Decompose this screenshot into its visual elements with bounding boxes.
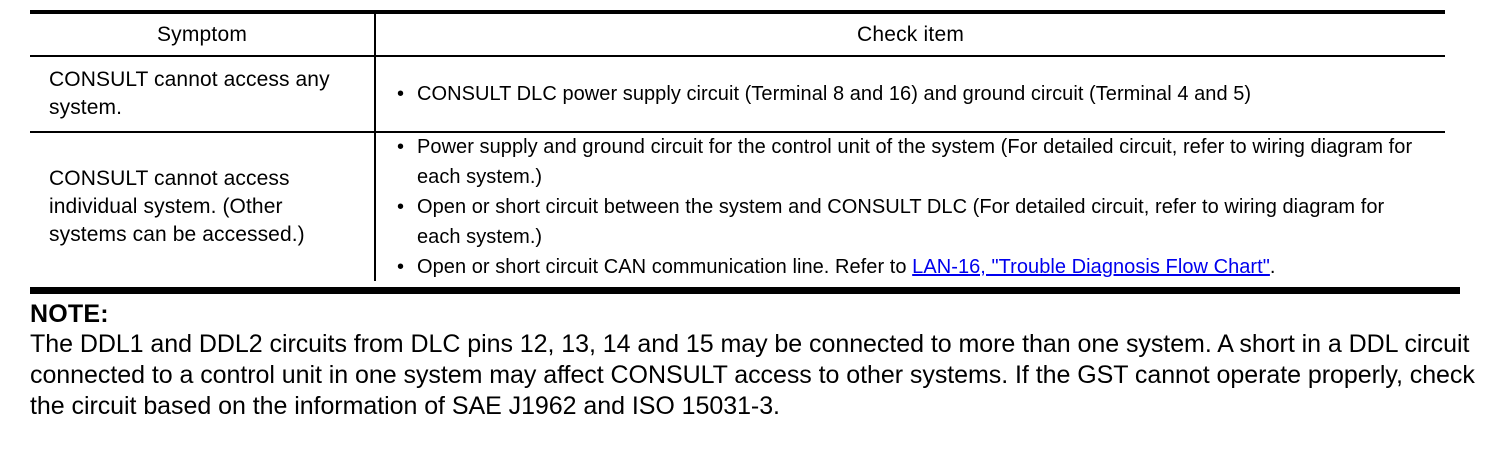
note-body: The DDL1 and DDL2 circuits from DLC pins… [30,330,1482,420]
check-item-list: • CONSULT DLC power supply circuit (Term… [376,79,1445,109]
list-item: • CONSULT DLC power supply circuit (Term… [395,79,1431,109]
header-divider-rule [30,55,1445,57]
header-cell-check-item: Check item [376,14,1445,55]
cell-symptom: CONSULT cannot access any system. [30,57,376,131]
list-item: • Open or short circuit CAN communicatio… [395,252,1431,282]
cross-reference-link[interactable]: LAN-16, "Trouble Diagnosis Flow Chart" [912,256,1270,278]
header-label-symptom: Symptom [156,22,248,46]
bullet-dot-icon: • [397,196,405,218]
cell-check-item: • CONSULT DLC power supply circuit (Term… [376,57,1445,131]
bullet-dot-icon: • [397,256,405,278]
bullet-dot-icon: • [397,83,405,105]
cell-check-item: • Power supply and ground circuit for th… [376,133,1445,281]
table-top-border [30,10,1445,14]
check-item-text-after: . [1269,256,1276,278]
list-item: • Power supply and ground circuit for th… [395,132,1431,192]
check-item-list: • Power supply and ground circuit for th… [376,132,1445,282]
check-item-text: Open or short circuit between the system… [417,196,1385,248]
note-block: NOTE: The DDL1 and DDL2 circuits from DL… [30,299,1482,422]
note-label: NOTE: [30,300,109,328]
check-item-text: CONSULT DLC power supply circuit (Termin… [417,83,1252,105]
header-label-check-item: Check item [856,22,965,46]
header-cell-symptom: Symptom [30,14,376,55]
symptom-text: CONSULT cannot access individual system.… [49,167,305,246]
bullet-dot-icon: • [397,136,405,158]
row-divider-rule [30,131,1445,133]
symptom-check-table: Symptom Check item CONSULT cannot access… [30,10,1445,281]
check-item-text: Power supply and ground circuit for the … [417,136,1413,188]
check-item-text-before: Open or short circuit CAN communication … [417,256,913,278]
table-row: CONSULT cannot access individual system.… [30,133,1445,281]
table-row: CONSULT cannot access any system. • CONS… [30,57,1445,131]
cell-symptom: CONSULT cannot access individual system.… [30,133,376,281]
note-separator-rule [30,287,1460,294]
list-item: • Open or short circuit between the syst… [395,192,1431,252]
symptom-text: CONSULT cannot access any system. [49,68,330,119]
table-header-row: Symptom Check item [30,14,1445,55]
